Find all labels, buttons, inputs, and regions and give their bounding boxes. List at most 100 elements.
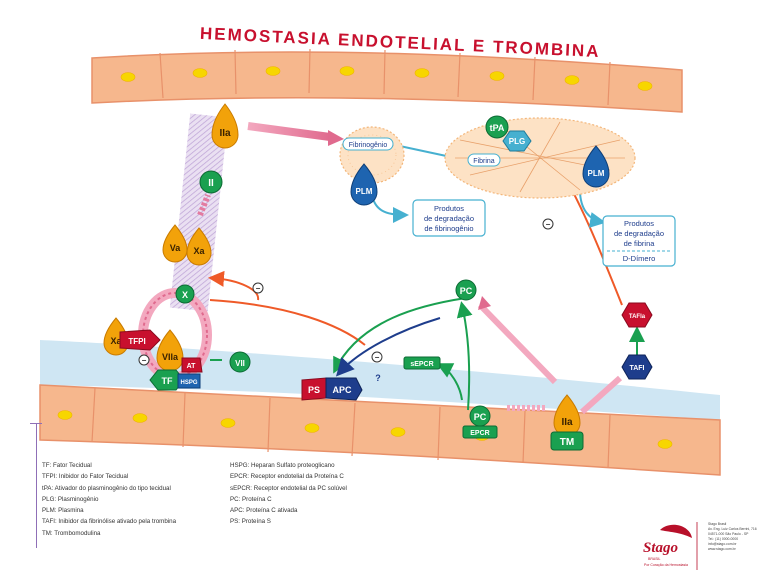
TAFI-node: TAFI xyxy=(621,354,653,380)
contact-line: www.stago.com.br xyxy=(708,547,736,551)
PS-APC-complex: PS APC xyxy=(301,377,363,401)
tPA-label: tPA xyxy=(490,123,505,133)
legend-item: PC: Proteína C xyxy=(230,495,272,503)
PC-bottom-label: PC xyxy=(474,412,487,422)
TM-label: TM xyxy=(560,437,574,448)
TM-node: TM xyxy=(550,431,584,451)
TFPI-node: TFPI xyxy=(119,329,161,351)
fibrinogen-label: Fibrinogênio xyxy=(349,142,388,149)
HSPG-node: HSPG xyxy=(177,373,201,389)
legend-item: APC: Proteína C ativada xyxy=(230,507,298,515)
sEPCR-label: sEPCR xyxy=(410,361,433,368)
IIa-bottom-label: IIa xyxy=(561,417,573,428)
VIIa-label: VIIa xyxy=(162,352,179,362)
legend-item: sEPCR: Receptor endotelial da PC solúvel xyxy=(230,484,347,492)
TAFI-label: TAFI xyxy=(629,365,644,372)
legend-item: PLG: Plasminogênio xyxy=(42,495,99,503)
TF-node: TF xyxy=(149,369,185,391)
fibrin-dp-line-1: Produtos xyxy=(624,219,654,228)
TFPI-label: TFPI xyxy=(128,337,145,346)
fibrin-dp-box: Produtos de degradação de fibrina D-Díme… xyxy=(602,215,676,267)
VIIa-node: VIIa xyxy=(156,329,184,372)
PLM-right-label: PLM xyxy=(588,169,605,178)
svg-text:−: − xyxy=(142,356,147,365)
legend-item: EPCR: Receptor endotelial da Proteína C xyxy=(230,473,344,481)
legend-item: tPA: Ativador do plasminogênio do tipo t… xyxy=(42,484,171,492)
legend-item: PLM: Plasmina xyxy=(42,507,84,515)
IIa-top-node: IIa xyxy=(211,103,239,149)
fibrina-label: Fibrina xyxy=(473,158,495,165)
legend-bracket xyxy=(36,423,37,548)
fdp-box: Produtos de degradação de fibrinogênio xyxy=(412,199,486,237)
inhibition-markers: − − − − xyxy=(138,218,554,366)
fdp-line-1: Produtos xyxy=(434,204,464,213)
minus-marker-2: − xyxy=(138,354,150,366)
PLG-node: PLG xyxy=(502,130,532,152)
AT-label: AT xyxy=(187,363,197,370)
navy-arrow xyxy=(337,300,468,372)
svg-text:−: − xyxy=(375,353,380,362)
EPCR-label: EPCR xyxy=(470,430,489,437)
minus-marker-4: − xyxy=(542,218,554,230)
legend-item: TF: Fator Tecidual xyxy=(42,462,92,469)
legend-item: TAFI: Inibidor da fibrinólise ativado pe… xyxy=(42,518,177,526)
legend-right: HSPG: Heparan Sulfato proteoglicano EPCR… xyxy=(230,460,347,528)
Xa-left-label: Xa xyxy=(110,336,122,346)
legend-left: TF: Fator Tecidual TFPI: Inibidor do Fat… xyxy=(42,460,176,539)
legend-bracket-tick xyxy=(30,423,42,424)
EPCR-node: EPCR xyxy=(462,425,498,439)
PLG-label: PLG xyxy=(509,137,525,146)
sEPCR-node: sEPCR xyxy=(403,356,441,370)
fdp-line-2: de degradação xyxy=(424,214,474,223)
VII-node: VII xyxy=(229,351,251,373)
PLM-left-label: PLM xyxy=(356,187,373,196)
fibrina-pill: Fibrina xyxy=(467,153,501,167)
PLM-right-node: PLM xyxy=(582,145,610,188)
contact-line: Tel.: (11) 0000-0000 xyxy=(708,537,739,541)
APC-label: APC xyxy=(332,385,352,395)
PS-label: PS xyxy=(308,385,320,395)
PC-bottom-node: PC xyxy=(469,405,491,427)
top-vessel-wall xyxy=(91,48,683,113)
minus-marker-3: − xyxy=(371,351,383,363)
TF-label: TF xyxy=(162,376,173,386)
legend-item: HSPG: Heparan Sulfato proteoglicano xyxy=(230,462,335,469)
AT-node: AT xyxy=(181,357,203,373)
X-label: X xyxy=(182,290,188,300)
contact-block: Stago Brasil Av. Eng. Luiz Carlos Berrin… xyxy=(708,522,768,552)
contact-line: Stago Brasil xyxy=(708,522,727,526)
TAFIa-label: TAFIa xyxy=(629,314,646,320)
fdp-line-3: de fibrinogênio xyxy=(424,224,473,233)
Va-label: Va xyxy=(170,243,182,253)
legend-item: PS: Proteína S xyxy=(230,518,271,526)
contact-line: 04571-000 São Paulo - SP xyxy=(708,532,749,536)
PLM-left-node: PLM xyxy=(350,163,378,206)
fibrinogen-pill: Fibrinogênio xyxy=(342,137,394,151)
legend-item: TM: Trombomodulina xyxy=(42,529,101,537)
PC-top-node: PC xyxy=(455,279,477,301)
Xa-upper-label: Xa xyxy=(193,246,205,256)
HSPG-label: HSPG xyxy=(180,380,197,386)
d-dimer-label: D-Dímero xyxy=(623,254,656,263)
fibrin-dp-line-2: de degradação xyxy=(614,229,664,238)
minus-marker-1: − xyxy=(252,282,264,294)
pink-arrows xyxy=(197,122,623,415)
VII-label: VII xyxy=(235,359,245,368)
legend-item: TFPI: Inibidor do Fator Tecidual xyxy=(42,473,129,481)
II-label: II xyxy=(208,178,214,189)
brand-name: Stago xyxy=(643,540,679,556)
contact-line: Av. Eng. Luiz Carlos Berrini, 716 xyxy=(708,527,757,531)
svg-text:−: − xyxy=(546,220,551,229)
question-mark: ? xyxy=(375,373,381,383)
contact-line: info@stago.com.br xyxy=(708,542,737,546)
stago-logo-mark xyxy=(660,522,698,570)
TAFIa-node: TAFIa xyxy=(621,302,653,328)
II-node: II xyxy=(199,170,223,194)
IIa-top-label: IIa xyxy=(219,128,231,139)
brand-country: BRASIL xyxy=(648,557,661,561)
PC-top-label: PC xyxy=(460,286,473,296)
X-node: X xyxy=(175,284,195,304)
navy-arrow-pc-apc xyxy=(335,317,441,377)
Va-node: Va xyxy=(162,224,188,263)
